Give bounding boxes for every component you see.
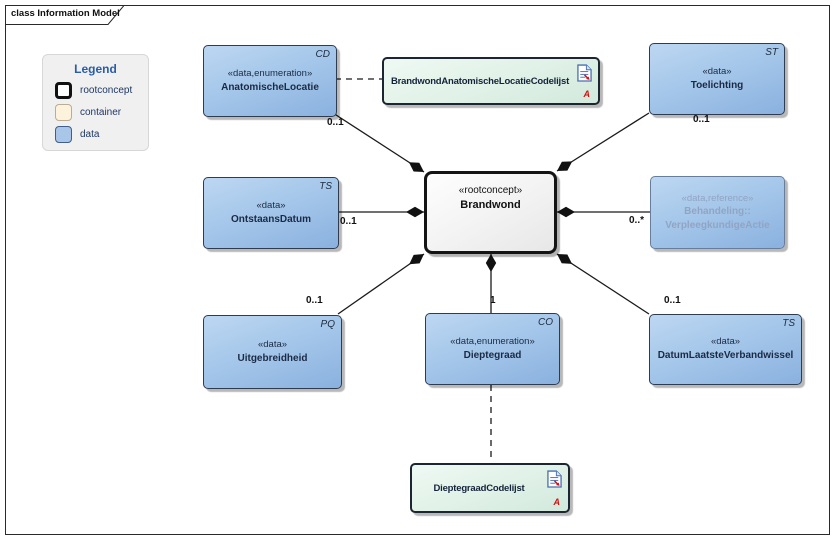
node-name-line2: VerpleegkundigeActie xyxy=(665,219,770,231)
node-brandwond-anatomische-locatie-codelijst[interactable]: BrandwondAnatomischeLocatieCodelijst A xyxy=(382,57,600,105)
document-icon xyxy=(547,470,562,493)
node-ontstaansdatum[interactable]: TS «data» OntstaansDatum xyxy=(203,177,339,249)
connection-toelichting xyxy=(556,112,650,172)
artifact-name: DieptegraadCodelijst xyxy=(433,482,525,494)
composition-diamond xyxy=(406,206,424,218)
type-tag: CO xyxy=(538,317,553,328)
node-brandwond-rootconcept[interactable]: «rootconcept» Brandwond xyxy=(424,171,557,254)
node-name: DatumLaatsteVerbandwissel xyxy=(657,350,794,362)
node-name: AnatomischeLocatie xyxy=(221,81,319,93)
composition-diamond xyxy=(557,161,573,171)
legend-title: Legend xyxy=(74,62,117,76)
legend-item-container: container xyxy=(43,104,148,121)
node-dieptegraad[interactable]: CO «data,enumeration» Dieptegraad xyxy=(425,313,560,385)
node-stereotype: «data» xyxy=(702,65,732,77)
node-name: Toelichting xyxy=(690,79,744,91)
artifact-letter: A xyxy=(583,89,591,99)
legend-item-label: container xyxy=(80,107,122,118)
type-tag: TS xyxy=(319,181,332,192)
legend-item-data: data xyxy=(43,126,148,143)
node-name: Uitgebreidheid xyxy=(237,352,308,364)
node-anatomische-locatie[interactable]: CD «data,enumeration» AnatomischeLocatie xyxy=(203,45,337,117)
multiplicity-label: 0..1 xyxy=(327,117,344,128)
composition-diamond xyxy=(557,206,575,218)
frame-tab: class Information Model xyxy=(5,5,127,26)
connection-anatomische-locatie xyxy=(332,112,425,173)
composition-diamond xyxy=(409,254,424,265)
node-dieptegraad-codelijst[interactable]: DieptegraadCodelijst A xyxy=(410,463,570,513)
node-name-line1: Behandeling:: xyxy=(684,206,751,218)
node-stereotype: «data» xyxy=(710,336,741,348)
diagram-frame: class Information Model xyxy=(5,5,830,535)
artifact-letter: A xyxy=(553,497,561,507)
multiplicity-label: 0..1 xyxy=(306,295,323,306)
node-stereotype: «rootconcept» xyxy=(458,185,523,196)
node-name: OntstaansDatum xyxy=(230,213,311,225)
container-swatch xyxy=(55,104,72,121)
composition-diamond xyxy=(408,162,424,172)
type-tag: TS xyxy=(782,318,795,329)
legend-item-label: data xyxy=(80,129,100,140)
document-icon xyxy=(577,64,592,87)
multiplicity-label: 1 xyxy=(490,295,496,306)
legend-item-label: rootconcept xyxy=(80,85,133,96)
node-name: Brandwond xyxy=(460,199,521,211)
node-stereotype: «data,enumeration» xyxy=(450,335,535,347)
multiplicity-label: 0..* xyxy=(629,215,645,226)
frame-label: class Information Model xyxy=(11,8,120,19)
rootconcept-swatch xyxy=(55,82,72,99)
connection-uitgebreidheid xyxy=(337,253,425,315)
data-swatch xyxy=(55,126,72,143)
node-datum-laatste-verbandwissel[interactable]: TS «data» DatumLaatsteVerbandwissel xyxy=(649,314,802,385)
artifact-name: BrandwondAnatomischeLocatieCodelijst xyxy=(390,75,570,87)
composition-diamond xyxy=(485,254,497,272)
legend-item-rootconcept: rootconcept xyxy=(43,82,148,99)
node-stereotype: «data,enumeration» xyxy=(227,67,313,79)
node-verpleegkundige-actie[interactable]: «data,reference» Behandeling:: Verpleegk… xyxy=(650,176,785,249)
type-tag: ST xyxy=(765,47,778,58)
multiplicity-label: 0..1 xyxy=(664,295,681,306)
frame-tab-shape xyxy=(5,5,126,25)
connection-datum-laatste-verbandwissel xyxy=(556,253,650,315)
node-toelichting[interactable]: ST «data» Toelichting xyxy=(649,43,785,115)
multiplicity-label: 0..1 xyxy=(693,114,710,125)
node-uitgebreidheid[interactable]: PQ «data» Uitgebreidheid xyxy=(203,315,342,389)
multiplicity-label: 0..1 xyxy=(340,216,357,227)
type-tag: PQ xyxy=(320,319,335,330)
node-name: Dieptegraad xyxy=(463,349,522,361)
node-stereotype: «data» xyxy=(257,338,288,350)
composition-diamond xyxy=(557,254,573,264)
node-stereotype: «data,reference» xyxy=(681,192,754,204)
type-tag: CD xyxy=(315,49,330,60)
node-stereotype: «data» xyxy=(256,199,286,211)
legend: Legend rootconcept container data xyxy=(42,54,149,151)
